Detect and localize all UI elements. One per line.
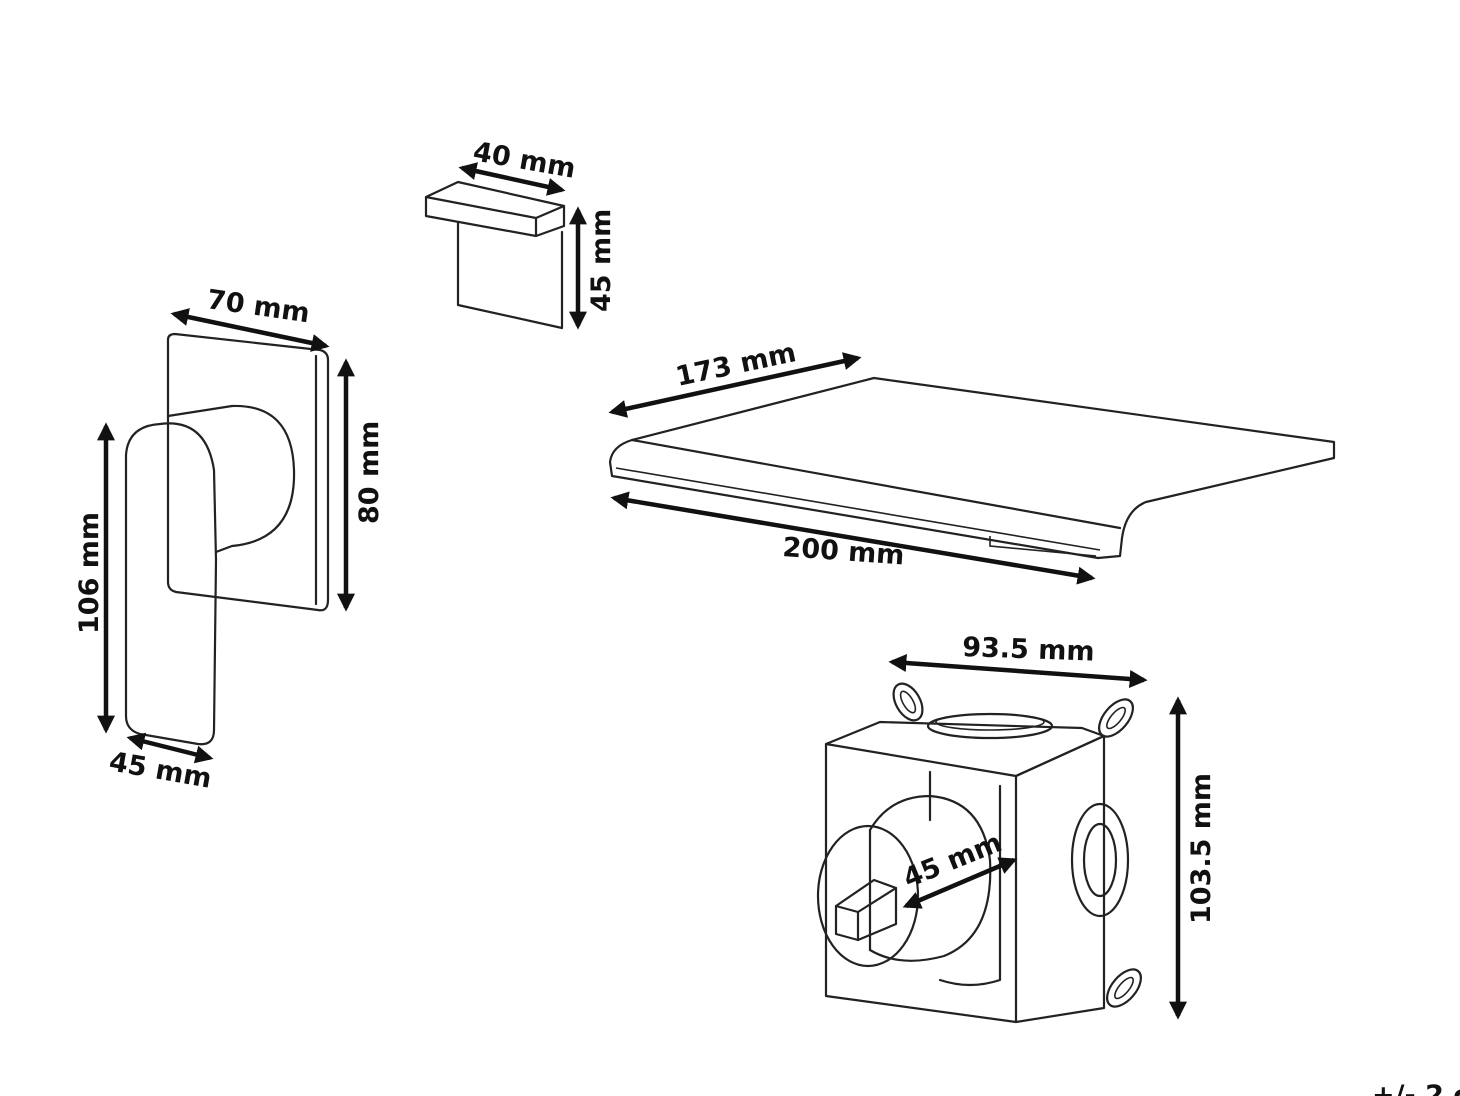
spout-width-label: 200 mm <box>782 532 906 571</box>
box-height-label: 103.5 mm <box>1186 773 1217 924</box>
cartridge-width-label: 40 mm <box>471 136 578 184</box>
cartridge-height-label: 45 mm <box>586 209 617 312</box>
handle-height-label: 106 mm <box>74 512 105 634</box>
valve-diameter-dimension <box>902 857 1018 909</box>
cartridge-drawing <box>424 180 566 330</box>
mixer-handle-drawing <box>124 332 330 746</box>
box-width-label: 93.5 mm <box>962 632 1095 668</box>
cartridge-width-dimension <box>458 162 566 196</box>
handle-width-dimension <box>126 732 214 764</box>
spout-depth-dimension <box>608 352 862 418</box>
waterfall-spout-drawing <box>608 376 1336 560</box>
corner-text-fragment: +/- 2 c <box>1372 1080 1460 1096</box>
plate-width-dimension <box>170 308 330 352</box>
spout-width-dimension <box>610 491 1096 585</box>
box-width-dimension <box>888 654 1148 688</box>
plate-height-label: 80 mm <box>354 421 385 524</box>
